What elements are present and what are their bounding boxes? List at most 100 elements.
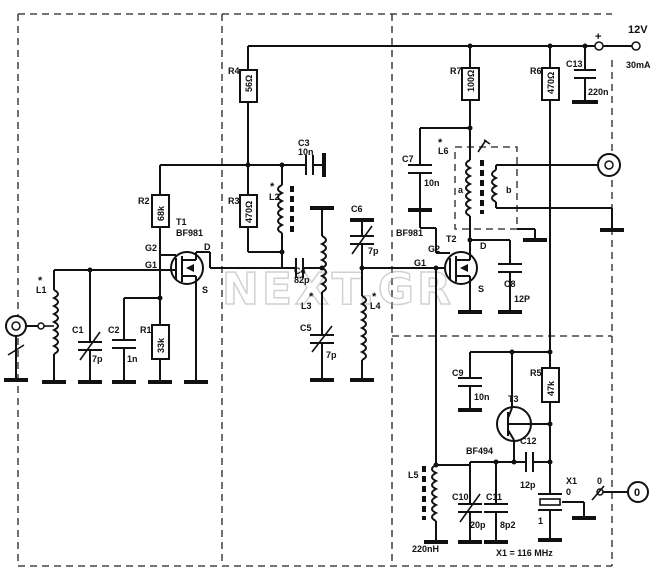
r4-value: 56Ω — [244, 75, 254, 92]
l6-winding-b: b — [506, 185, 512, 195]
t1-s: S — [202, 285, 208, 295]
c11-value: 8p2 — [500, 520, 516, 530]
supply-current: 30mA — [626, 60, 651, 70]
c9-capacitor — [458, 351, 550, 412]
supply-plus: + — [595, 31, 601, 43]
r7-label: R7 — [450, 66, 462, 76]
t3-name: T3 — [508, 394, 519, 404]
r7-value: 100Ω — [466, 70, 476, 92]
c5-trimmer — [310, 325, 334, 382]
c3-value: 10n — [298, 147, 314, 157]
t1-transistor — [168, 251, 204, 290]
c12-value: 12p — [520, 480, 536, 490]
output-pin-zero: 0 — [597, 476, 602, 486]
c6-value: 7p — [368, 246, 379, 256]
t2-g1: G1 — [414, 258, 426, 268]
r6-value: 470Ω — [546, 72, 556, 94]
x1-label: X1 — [566, 476, 577, 486]
c9-label: C9 — [452, 368, 464, 378]
t2-name: T2 — [446, 234, 457, 244]
c3-label: C3 — [298, 138, 310, 148]
c4-value: 82p — [294, 275, 310, 285]
section-borders — [17, 13, 613, 567]
c6-label: C6 — [351, 204, 363, 214]
r2-label: R2 — [138, 196, 150, 206]
c5-value: 7p — [326, 350, 337, 360]
r2-value: 68k — [156, 205, 166, 221]
x1-crystal — [538, 462, 596, 542]
c2-value: 1n — [127, 354, 138, 364]
c8-value: 12P — [514, 294, 530, 304]
c8-label: C8 — [504, 279, 516, 289]
c3-capacitor — [296, 153, 326, 177]
c1-trimmer — [78, 270, 102, 384]
r5-label: R5 — [530, 368, 542, 378]
t1-type: BF981 — [176, 228, 203, 238]
c10-value: 20p — [470, 520, 486, 530]
l6-transformer — [465, 128, 612, 240]
t3-type: BF494 — [466, 446, 493, 456]
r3-value: 470Ω — [244, 201, 254, 223]
output-terminal[interactable] — [591, 481, 649, 503]
c11-capacitor — [484, 462, 508, 544]
c13-label: C13 — [566, 59, 583, 69]
l6-label: L6 — [438, 146, 449, 156]
t2-d: D — [480, 241, 487, 251]
c5-label: C5 — [300, 323, 312, 333]
r4-label: R4 — [228, 66, 240, 76]
c2-label: C2 — [108, 325, 120, 335]
output-pin-label: 0 — [634, 487, 640, 499]
c1-label: C1 — [72, 325, 84, 335]
r1-value: 33k — [156, 337, 166, 353]
l1-inductor — [42, 270, 66, 384]
t2-s: S — [478, 284, 484, 294]
c10-label: C10 — [452, 492, 469, 502]
l1-label: L1 — [36, 285, 47, 295]
c4-capacitor — [295, 258, 322, 278]
c6-trimmer — [350, 218, 374, 268]
l3-label: L3 — [301, 301, 312, 311]
watermark: NEXT.GR — [222, 264, 454, 315]
l1-mark: * — [38, 275, 43, 287]
t1-d: D — [204, 242, 211, 252]
c13-value: 220n — [588, 87, 609, 97]
c2-capacitor — [112, 297, 160, 384]
supply-terminal[interactable] — [594, 41, 604, 51]
l5-value: 220nH — [412, 544, 439, 554]
t2-type: BF981 — [396, 228, 423, 238]
c13-capacitor — [572, 69, 598, 104]
r6-label: R6 — [530, 66, 542, 76]
c4-label: C4 — [294, 266, 306, 276]
l3-mark: * — [309, 291, 314, 303]
t1-g2: G2 — [145, 243, 157, 253]
t3-transistor — [496, 352, 532, 462]
oscillator-output-connector[interactable] — [528, 153, 624, 232]
c12-label: C12 — [520, 436, 537, 446]
c9-value: 10n — [474, 392, 490, 402]
supply-pin[interactable] — [631, 41, 641, 51]
x1-pin0: 0 — [566, 487, 571, 497]
l4-mark: * — [372, 291, 377, 303]
l2-label: L2 — [269, 192, 280, 202]
l6-winding-a: a — [458, 185, 464, 195]
l5-inductor — [422, 464, 470, 544]
l4-label: L4 — [370, 301, 381, 311]
r1-label: R1 — [140, 325, 152, 335]
r5-value: 47k — [546, 380, 556, 396]
c10-trimmer — [458, 462, 482, 544]
x1-pin1: 1 — [538, 516, 543, 526]
input-connector[interactable] — [4, 315, 45, 382]
c7-value: 10n — [424, 178, 440, 188]
supply-rail — [247, 41, 641, 70]
l5-label: L5 — [408, 470, 419, 480]
r3-label: R3 — [228, 196, 240, 206]
c12-capacitor — [514, 452, 550, 472]
l2-mark: * — [270, 181, 275, 193]
c1-value: 7p — [92, 354, 103, 364]
t1-g1: G1 — [145, 260, 157, 270]
l6-mark: * — [438, 137, 443, 149]
c7-label: C7 — [402, 154, 414, 164]
l3-inductor — [310, 206, 334, 335]
x1-frequency-note: X1 = 116 MHz — [496, 548, 553, 558]
